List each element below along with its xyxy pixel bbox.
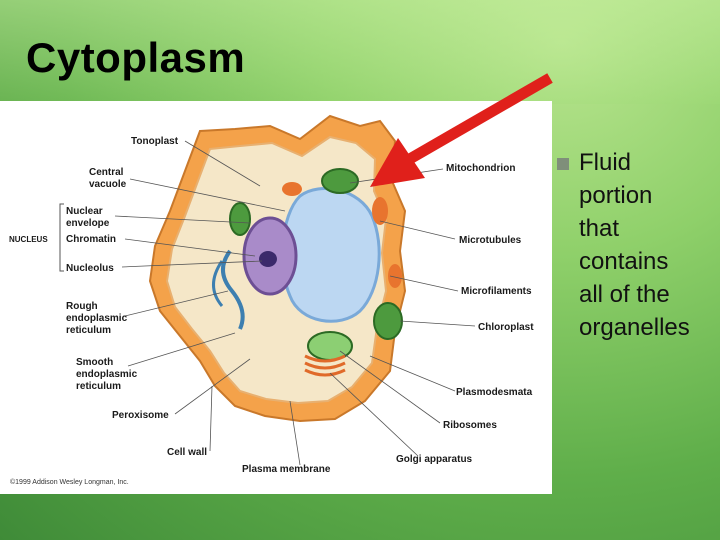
nucleus-bracket — [59, 203, 64, 272]
golgi-shape — [304, 354, 346, 377]
label-ribosomes: Ribosomes — [443, 420, 497, 431]
mitochondrion-shape-1 — [282, 182, 302, 196]
chloroplast-shape-2 — [229, 202, 251, 236]
label-tonoplast: Tonoplast — [131, 136, 179, 147]
bullet-square-icon — [557, 158, 569, 170]
label-chloroplast: Chloroplast — [478, 322, 534, 333]
copyright-text: ©1999 Addison Wesley Longman, Inc. — [10, 478, 129, 486]
label-peroxisome: Peroxisome — [112, 410, 169, 421]
mitochondrion-shape-3 — [388, 264, 402, 288]
mitochondrion-shape-2 — [372, 197, 388, 225]
bullet-text: Fluid portion that contains all of the o… — [579, 149, 690, 341]
label-cell-wall: Cell wall — [167, 447, 207, 458]
label-microtubules: Microtubules — [459, 235, 522, 246]
label-nucleolus: Nucleolus — [66, 263, 114, 274]
chloroplast-shape-1 — [321, 168, 359, 194]
label-golgi: Golgi apparatus — [396, 454, 473, 465]
nucleolus-shape — [259, 251, 277, 267]
rough-er-shape-2 — [212, 260, 224, 307]
label-plasmodesmata: Plasmodesmata — [456, 387, 533, 398]
label-nucleus: NUCLEUS — [9, 235, 48, 244]
label-chromatin: Chromatin — [66, 234, 116, 245]
label-microfilaments: Microfilaments — [461, 286, 532, 297]
red-arrow-icon — [370, 73, 553, 187]
slide-title: Cytoplasm — [26, 34, 246, 81]
label-plasma-membrane: Plasma membrane — [242, 464, 331, 475]
label-mitochondrion: Mitochondrion — [446, 163, 515, 174]
title-band — [0, 0, 720, 104]
